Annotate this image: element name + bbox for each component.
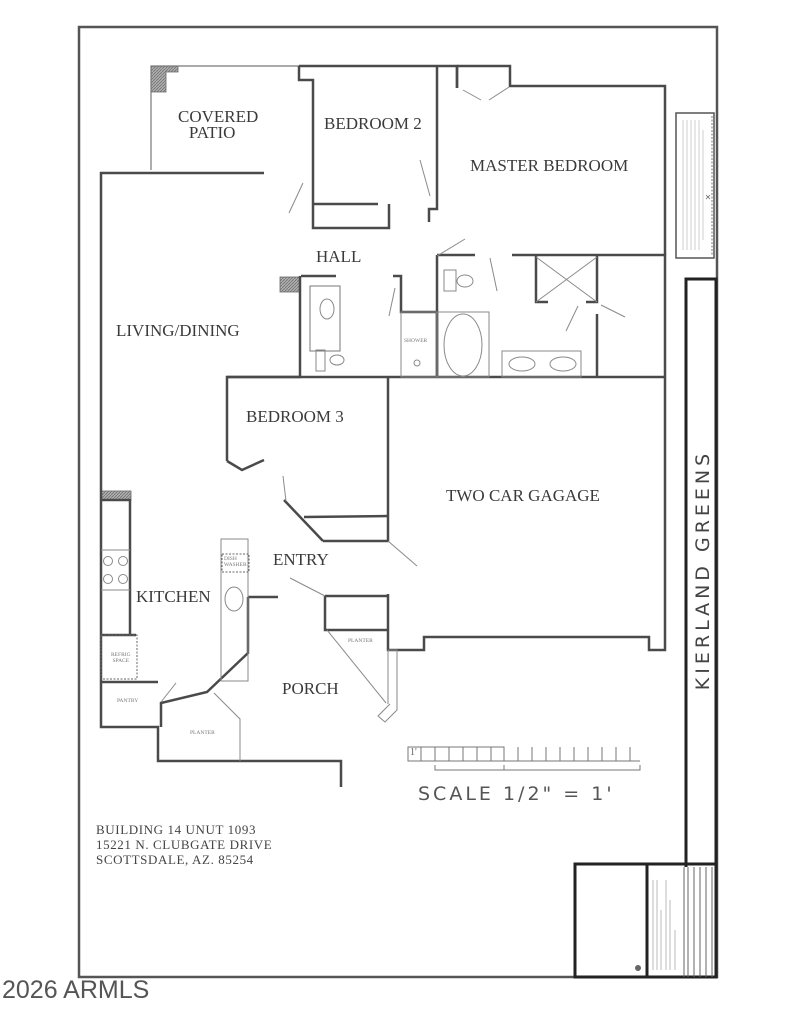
room-label-bedroom-3: BEDROOM 3 bbox=[246, 407, 344, 426]
fixture-label-refrig-line2: SPACE bbox=[112, 658, 130, 664]
project-title: KIERLAND GREENS bbox=[692, 449, 714, 691]
fixture-label-planter-entry: PLANTER bbox=[348, 638, 373, 644]
kitchen-column bbox=[100, 490, 132, 501]
fixture-label-refrig-line1: REFRIG bbox=[111, 652, 131, 658]
room-label-living-dining: LIVING/DINING bbox=[116, 321, 240, 340]
room-label-bedroom-2: BEDROOM 2 bbox=[324, 114, 422, 133]
detail-lines bbox=[100, 86, 626, 761]
fixture-label-dishwasher: DISH WASHER bbox=[224, 556, 247, 568]
address-line-3: SCOTTSDALE, AZ. 85254 bbox=[96, 852, 254, 867]
address-line-1: BUILDING 14 UNUT 1093 bbox=[96, 822, 257, 837]
room-label-covered-patio-line2: PATIO bbox=[188, 123, 236, 142]
scale-bar bbox=[407, 746, 641, 771]
room-label-porch: PORCH bbox=[282, 679, 339, 698]
room-label-kitchen: KITCHEN bbox=[136, 587, 211, 606]
room-label-covered-patio-line1: COVERED bbox=[178, 107, 259, 126]
room-label-covered-patio: COVERED PATIO bbox=[178, 108, 258, 142]
patio-outline bbox=[150, 65, 299, 170]
title-block bbox=[573, 862, 718, 979]
address-block: BUILDING 14 UNUT 1093 15221 N. CLUBGATE … bbox=[96, 822, 272, 867]
address-line-2: 15221 N. CLUBGATE DRIVE bbox=[96, 837, 273, 852]
patio-column bbox=[150, 65, 179, 93]
fixture-label-planter-kitchen: PLANTER bbox=[190, 730, 215, 736]
room-label-master-bedroom: MASTER BEDROOM bbox=[470, 156, 629, 175]
fixture-label-dishwasher-line2: WASHER bbox=[224, 562, 247, 568]
general-notes-box bbox=[675, 112, 715, 259]
fixture-label-pantry: PANTRY bbox=[117, 698, 139, 704]
fixture-label-refrig-space: REFRIG SPACE bbox=[111, 652, 131, 664]
room-label-entry: ENTRY bbox=[273, 550, 329, 569]
room-label-garage: TWO CAR GAGAGE bbox=[446, 486, 600, 505]
hall-column bbox=[279, 276, 301, 293]
fixture-label-shower: SHOWER bbox=[404, 338, 428, 344]
scale-label: SCALE 1/2" = 1' bbox=[418, 783, 615, 805]
room-label-hall: HALL bbox=[316, 247, 362, 266]
scale-bar-unit: 1' bbox=[410, 747, 417, 758]
copyright-watermark: 2026 ARMLS bbox=[2, 976, 150, 1004]
fixture-label-dishwasher-line1: DISH bbox=[224, 556, 237, 562]
